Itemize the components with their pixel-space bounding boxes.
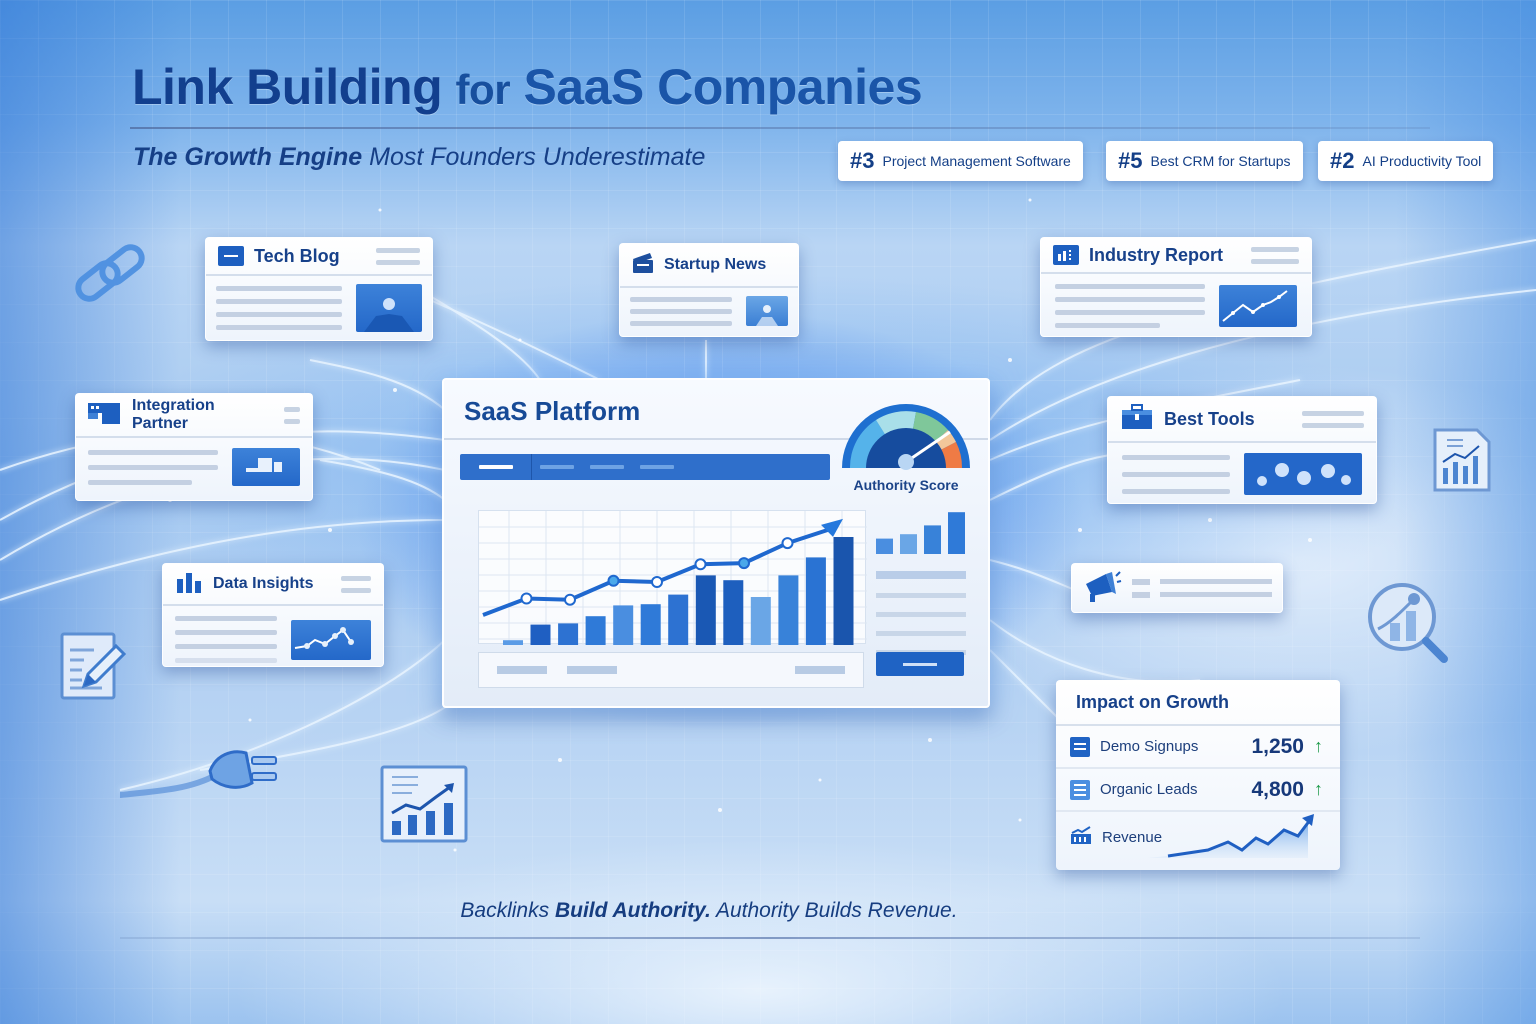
page-subtitle: The Growth Engine Most Founders Underest… [133,143,706,171]
plug-icon [117,735,280,810]
impact-on-growth-panel: Impact on Growth Demo Signups 1,250 ↑ Or… [1056,680,1340,870]
revenue-chart-icon [1070,825,1092,849]
platform-title: SaaS Platform [464,396,641,426]
profile-thumbnail-icon [356,284,422,332]
metric-row-revenue: Revenue [1056,812,1340,862]
card-promotion [1071,563,1283,613]
analytics-document-icon [1433,428,1491,497]
card-startup-news: Startup News [619,243,799,337]
document-edit-icon [60,632,127,705]
platform-tab[interactable] [582,454,632,480]
mini-bar-chart-icon [876,512,965,554]
trend-up-icon: ↑ [1314,736,1323,756]
page-title: Link Building for SaaS Companies [132,59,923,115]
platform-tab-bar[interactable] [460,454,830,480]
profile-thumbnail-icon [746,296,788,326]
platform-footer-bar [478,652,864,688]
revenue-trend-icon [1148,814,1314,858]
gauge-icon [842,404,970,470]
list-icon [1070,779,1090,800]
form-icon [1070,736,1090,757]
platform-tab[interactable] [532,454,582,480]
metric-row-demo-signups: Demo Signups 1,250 ↑ [1056,726,1340,769]
card-industry-report: Industry Report [1040,237,1312,337]
card-tech-blog: Tech Blog [205,237,433,341]
platform-divider [444,438,988,440]
bar-chart-icon [175,571,203,598]
growth-chart [478,510,867,645]
link-icon [70,240,152,317]
metric-row-organic-leads: Organic Leads 4,800 ↑ [1056,769,1340,812]
app-blocks-icon [88,401,122,430]
authority-score-gauge: Authority Score [836,398,976,493]
network-nodes-icon [1244,453,1362,495]
browser-window-icon [218,246,244,266]
impact-title: Impact on Growth [1056,680,1340,726]
card-best-tools: Best Tools [1107,396,1377,504]
megaphone-icon [1082,568,1122,609]
title-divider [130,127,1430,129]
tagline: Backlinks Build Authority. Authority Bui… [460,899,958,922]
card-integration-partner: Integration Partner [75,393,313,501]
side-panel [876,510,966,655]
platform-action-button[interactable] [876,652,964,676]
report-chart-icon [380,765,468,848]
tagline-divider [120,937,1420,939]
trend-up-icon: ↑ [1314,779,1323,799]
platform-tab-active[interactable] [460,454,532,480]
toolbox-icon [1120,403,1154,435]
card-data-insights: Data Insights [162,563,384,667]
saas-platform-dashboard: SaaS Platform Authority Score [442,378,990,708]
integration-blocks-icon [232,448,300,486]
sparkline-icon [291,619,371,660]
trend-line-icon [1219,285,1297,327]
report-chart-icon [1053,245,1079,265]
magnifier-chart-icon [1366,583,1452,670]
platform-tab[interactable] [632,454,682,480]
clapperboard-icon [632,252,654,279]
